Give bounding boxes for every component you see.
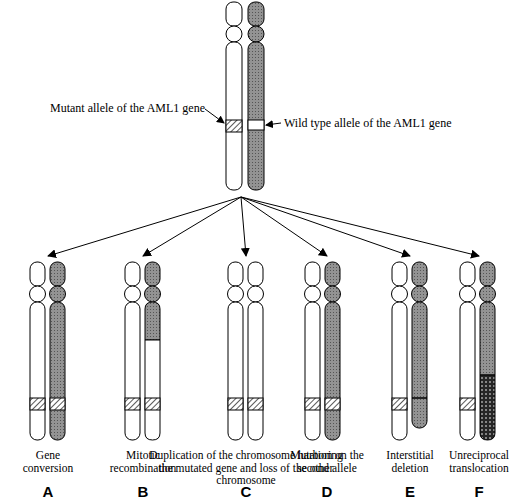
chromosome-arm [325, 302, 340, 440]
chromosome-arm [125, 302, 140, 440]
chromosome-arm [248, 2, 264, 26]
chromosome-arm [145, 340, 160, 440]
mutant-band [392, 398, 407, 410]
chromosome-arm [412, 262, 427, 286]
chromosome-arm [480, 302, 495, 375]
mutant-band [460, 398, 475, 410]
wild-type-band [248, 120, 264, 130]
centromere [248, 26, 264, 42]
mutant-band [125, 398, 140, 410]
chromosome-arm [30, 302, 45, 440]
centromere [30, 286, 46, 302]
mutant-band [226, 120, 242, 132]
outcome-panel: Interstitial deletionE [370, 256, 450, 499]
outcome-arrow [241, 197, 479, 256]
centromere [305, 286, 321, 302]
chromosome-arm [305, 262, 320, 286]
deletion-mark [412, 397, 427, 399]
outcome-arrow [143, 197, 241, 256]
outcome-panel: Unreciprocal translocationF [438, 256, 520, 499]
chromosome-arm [248, 262, 263, 286]
mutant-band [228, 398, 243, 410]
chromosome-arm [30, 262, 45, 286]
outcome-arrow [48, 197, 241, 256]
mutant-band [145, 398, 160, 410]
centromere [248, 286, 264, 302]
mutant-band [50, 398, 65, 410]
centromere [50, 286, 66, 302]
centromere [480, 286, 496, 302]
chromosome-arm [226, 42, 242, 190]
chromosome-arm [145, 262, 160, 286]
chromosome-arm [50, 262, 65, 286]
outcome-arrow [241, 197, 410, 256]
panel-letter: C [146, 484, 346, 499]
chromosome-arm [125, 262, 140, 286]
leader-arrow [205, 109, 224, 123]
centromere [460, 286, 476, 302]
panel-letter: A [0, 484, 96, 499]
centromere [145, 286, 161, 302]
outcome-caption: Interstitial deletion [379, 449, 441, 474]
chromosome-arm [392, 302, 407, 440]
translocated-segment [480, 375, 495, 440]
mutant-band [325, 398, 340, 410]
panel-letter: F [438, 484, 520, 499]
mutant-band [248, 398, 263, 410]
panel-letter: D [284, 484, 370, 499]
panel-letter: B [96, 484, 190, 499]
chromosome-arm [392, 262, 407, 286]
outcome-caption: Gene conversion [17, 449, 79, 474]
chromosome-arm [325, 262, 340, 286]
outcome-caption: Unreciprocal translocation [443, 449, 515, 474]
leader-arrow [266, 123, 281, 125]
centromere [325, 286, 341, 302]
chromosome-arm [145, 302, 160, 340]
outcome-arrow [241, 197, 327, 256]
mutant-band [305, 398, 320, 410]
chromosome-pair: Mutant allele of the AML1 geneWild type … [2, 0, 480, 197]
outcome-caption: Mutation on the second allele [285, 449, 369, 474]
centromere [125, 286, 141, 302]
centromere [226, 26, 242, 42]
outcome-arrow [241, 197, 246, 256]
allele-callout: Mutant allele of the AML1 gene [50, 101, 205, 115]
chromosome-arm [248, 302, 263, 440]
mutant-band [30, 398, 45, 410]
chromosome-arm [228, 302, 243, 440]
centromere [392, 286, 408, 302]
chromosome-arm [460, 262, 475, 286]
centromere [228, 286, 244, 302]
panel-letter: E [370, 484, 450, 499]
chromosome-arm [248, 42, 264, 190]
chromosome-arm [305, 302, 320, 440]
chromosome-arm [228, 262, 243, 286]
outcome-panel: Mutation on the second alleleD [284, 256, 370, 499]
allele-callout: Wild type allele of the AML1 gene [284, 116, 451, 130]
chromosome-arm [50, 302, 65, 440]
chromosome-arm [460, 302, 475, 440]
chromosome-arm [480, 262, 495, 286]
outcome-panel: Gene conversionA [0, 256, 96, 499]
centromere [412, 286, 428, 302]
chromosome-arm [226, 2, 242, 26]
chromosome-arm [412, 302, 427, 428]
